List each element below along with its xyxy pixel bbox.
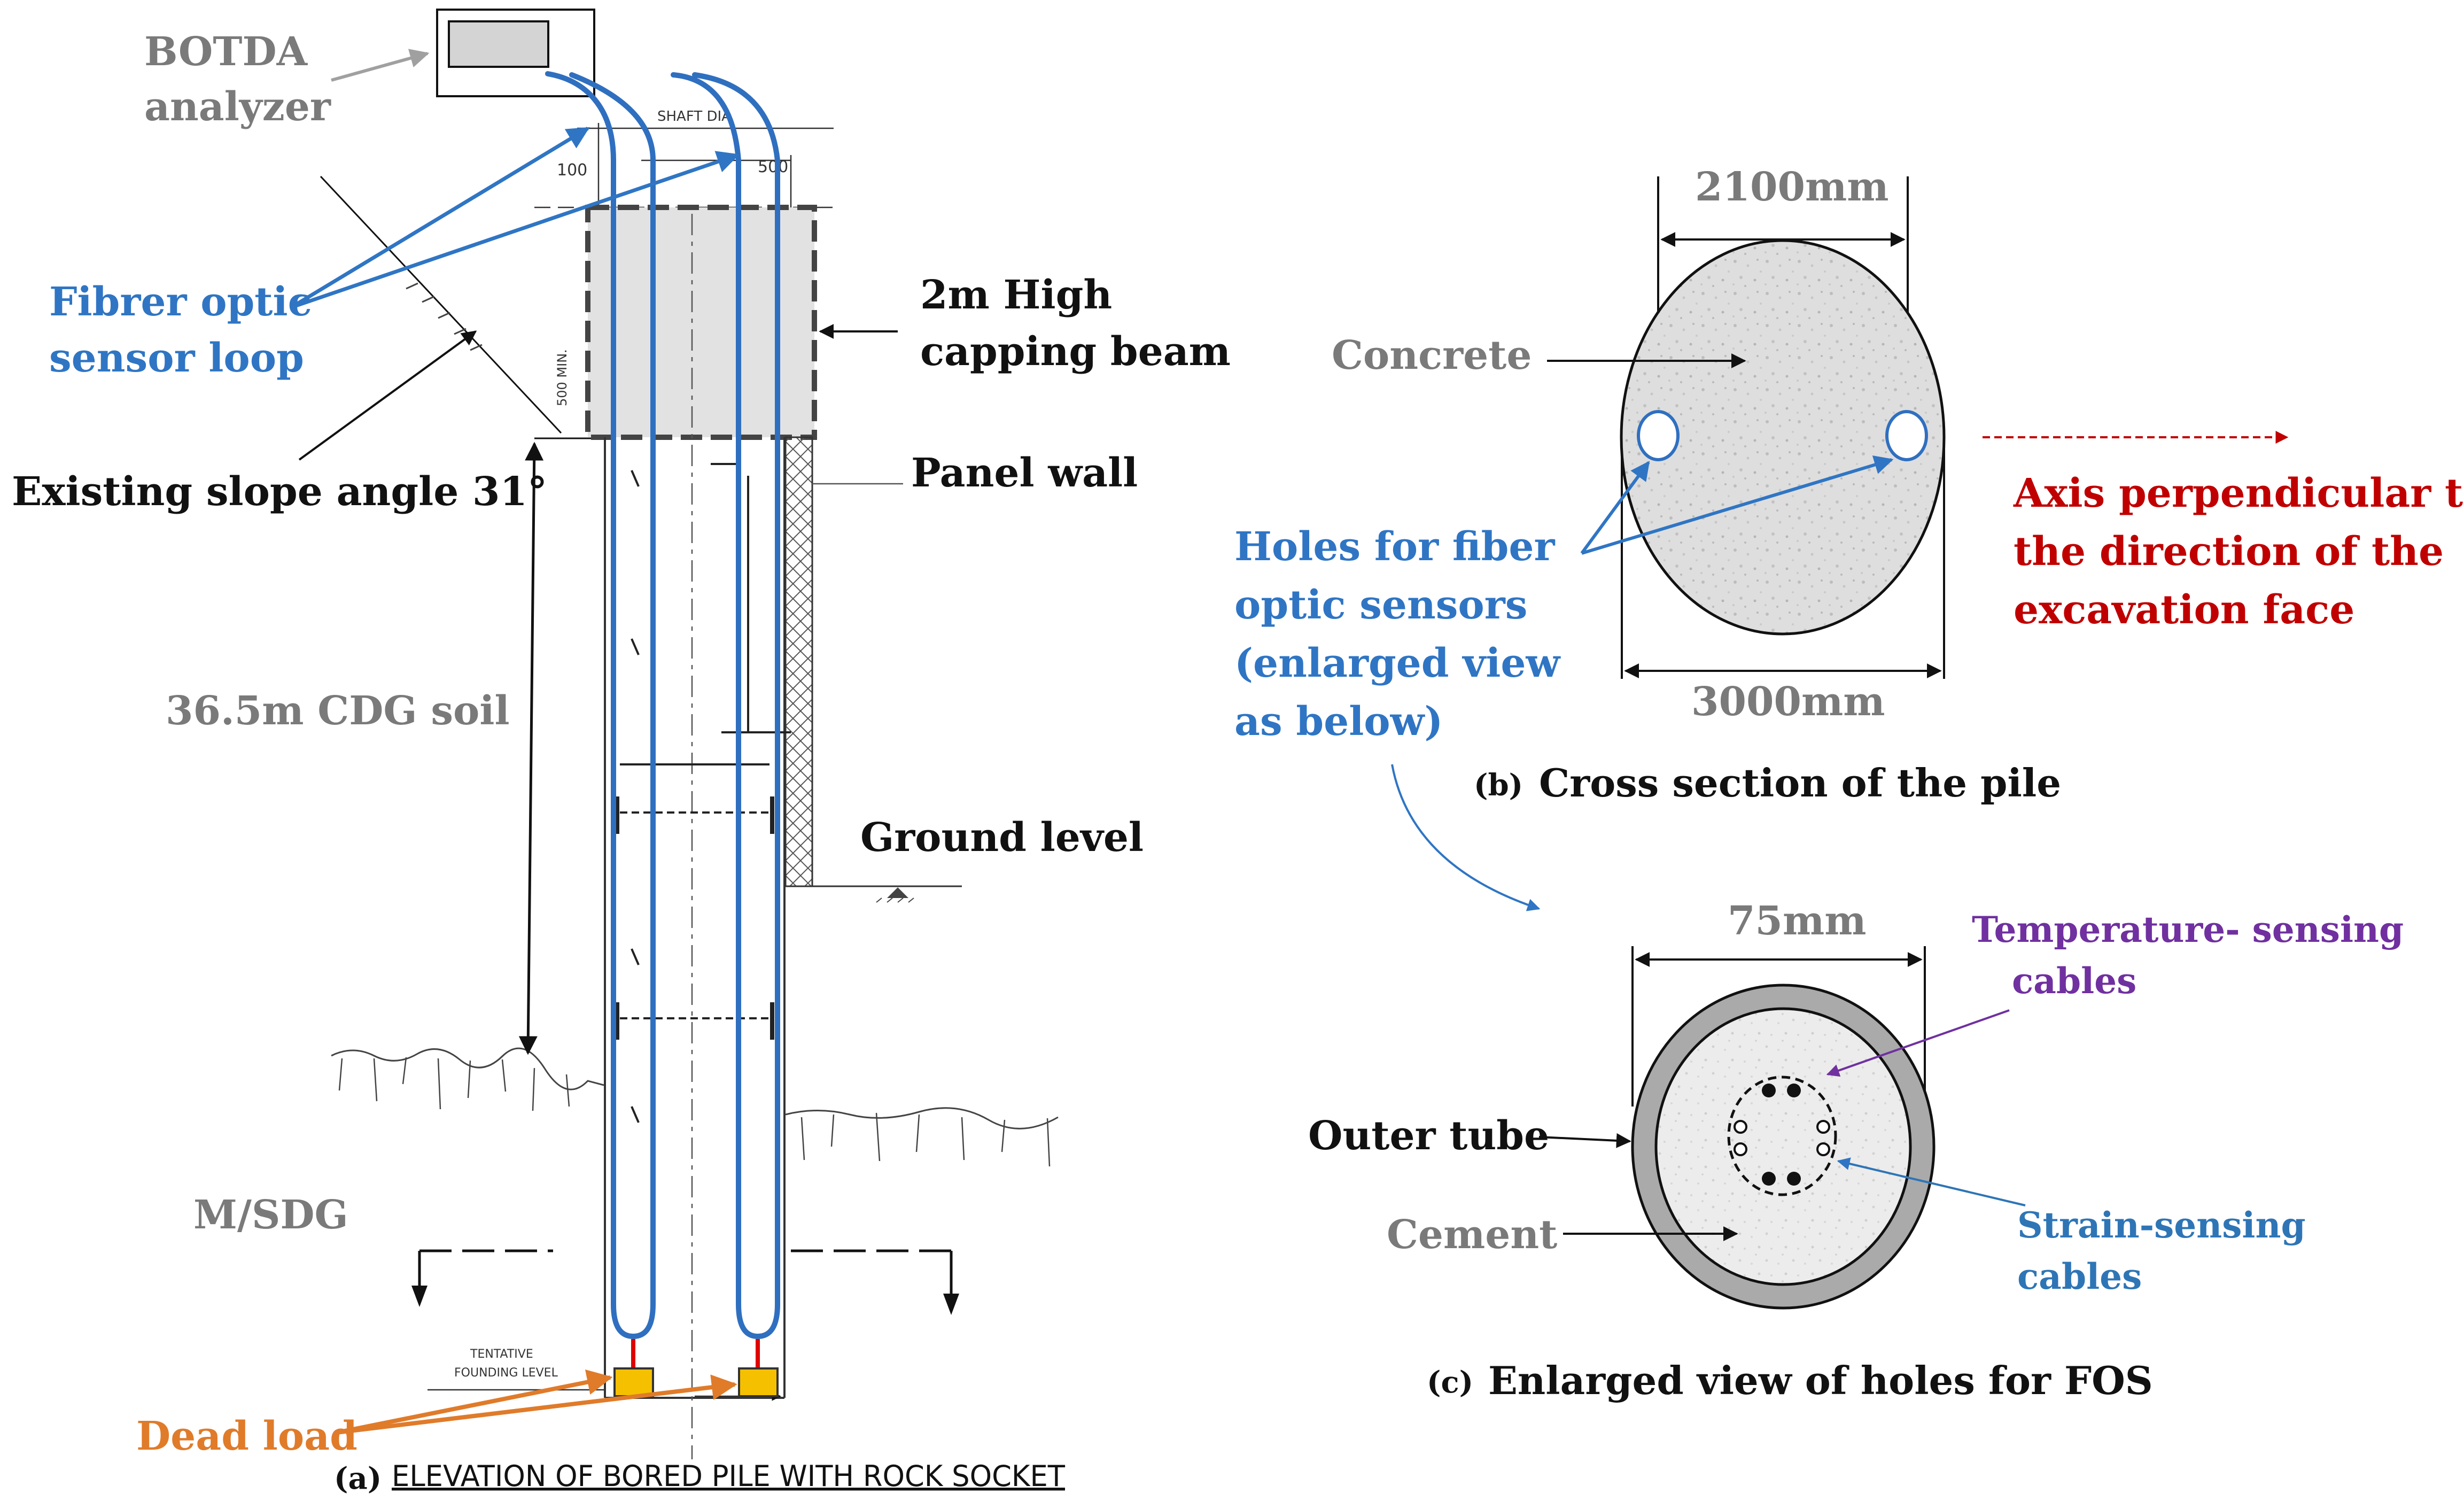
cement-fill [1654,1007,1912,1286]
dead-load-label: Dead load [136,1413,357,1459]
section-arrow-right [943,1294,959,1315]
dead-load-weight-left [613,1367,654,1397]
rock-boundary-left [331,1047,604,1090]
botda-label-line2: analyzer [144,84,331,130]
dead-load-weight-right [738,1367,779,1397]
dim-3000-label: 3000mm [1691,679,1885,725]
cement-label: Cement [1387,1212,1557,1258]
msdg-label: M/SDG [193,1192,348,1238]
capping-beam [585,205,817,440]
holes-label-line3: (enlarged view [1234,640,1561,686]
temp-label-line1: Temperature- sensing [1972,909,2404,950]
panel-c-caption-prefix: (c) [1427,1365,1473,1400]
cable-bundle-outline [1727,1076,1837,1196]
rock-roots-right [800,1112,1051,1167]
temperature-cable-4 [1787,1172,1801,1186]
fibre-optic-loop-left [545,71,656,1340]
panel-wall [784,436,813,887]
pile-shaft [604,214,786,1459]
fos-hole-right [1885,410,1928,461]
panel-a-caption-prefix: (a) [334,1461,382,1496]
cad-shaft-dia: SHAFT DIA [657,109,731,125]
panel-b: 2100mm 3000mm Concrete Holes for fiber o… [1234,164,2464,911]
panel-b-caption-prefix: (b) [1474,768,1523,803]
botda-arrow [331,49,430,82]
rock-boundary-right [785,1107,1059,1129]
panel-a: SHAFT DIA 100 500 500 MIN. [12,9,1231,1496]
cad-500: 500 [758,158,788,176]
enlarged-view-arrow [1391,764,1541,911]
outer-tube-label: Outer tube [1308,1113,1549,1159]
dead-load-arrow-1 [336,1369,613,1435]
botda-label-line1: BOTDA [144,29,308,75]
slope-label: Existing slope angle 31° [12,469,547,515]
temp-label-line2: cables [2012,960,2136,1002]
axis-label-line2: the direction of the [2014,529,2444,575]
fibre-optic-loop-right [671,72,780,1340]
panel-a-caption-text: ELEVATION OF BORED PILE WITH ROCK SOCKET [392,1459,1066,1493]
strain-cable-4 [1816,1142,1830,1156]
temp-arrow [1826,1009,2010,1077]
fos-hole-left [1637,410,1680,461]
concrete-label: Concrete [1332,332,1532,378]
capping-label-line1: 2m High [920,272,1112,318]
cad-500-min: 500 MIN. [555,349,570,406]
holes-arrow-2 [1581,455,1894,555]
pile-cross-section [1620,239,1946,636]
existing-slope [320,175,598,439]
panel-c: 75mm Temperature- sensing cables Outer t… [1308,898,2404,1403]
dead-load-arrow-2 [336,1374,737,1435]
temperature-cable-3 [1762,1172,1776,1186]
ground-level-label: Ground level [860,815,1144,861]
fibre-arrow-2 [290,151,740,310]
holes-label-line4: as below) [1234,699,1443,745]
capping-label-line2: capping beam [920,329,1231,375]
ground-level-mark [786,885,962,903]
axis-label-line1: Axis perpendicular to [2013,470,2464,516]
section-cut-markers [418,1249,953,1307]
strain-label-line2: cables [2017,1256,2142,1297]
section-arrow-left [411,1286,427,1307]
axis-label-line3: excavation face [2014,587,2354,633]
panel-wall-label: Panel wall [911,450,1138,496]
strain-arrow [1837,1157,2026,1206]
fibre-label-line2: sensor loop [49,335,304,381]
panel-c-caption-text: Enlarged view of holes for FOS [1488,1358,2153,1403]
temperature-cable-1 [1762,1084,1776,1097]
cdg-label: 36.5m CDG soil [166,688,510,734]
dim-75-lines [1631,946,1926,1107]
temperature-cable-2 [1787,1084,1801,1097]
cad-tentative: TENTATIVE [470,1348,533,1361]
strain-cable-1 [1734,1120,1747,1134]
holes-label-line1: Holes for fiber [1234,524,1555,570]
slope-arrow [298,330,477,461]
dim-75-label: 75mm [1728,898,1867,944]
cdg-dimension-arrow [518,442,544,1055]
cad-founding-level: FOUNDING LEVEL [454,1366,558,1380]
botda-analyzer-device [436,9,595,97]
fibre-label-line1: Fibrer optic [49,279,312,325]
dim-2100-label: 2100mm [1695,164,1889,210]
cad-100: 100 [557,161,587,180]
strain-cable-2 [1734,1142,1747,1156]
dim-3000-lines [1621,438,1945,679]
panel-b-caption-text: Cross section of the pile [1539,760,2061,806]
holes-label-line2: optic sensors [1234,582,1527,628]
strain-cable-3 [1816,1120,1830,1134]
reinforcement-details [615,463,791,1123]
outer-tube-arrow [1538,1133,1631,1148]
strain-label-line1: Strain-sensing [2017,1204,2306,1246]
rock-roots-left [338,1057,570,1111]
holes-arrow-1 [1580,461,1650,554]
fibre-arrow-1 [290,127,590,309]
